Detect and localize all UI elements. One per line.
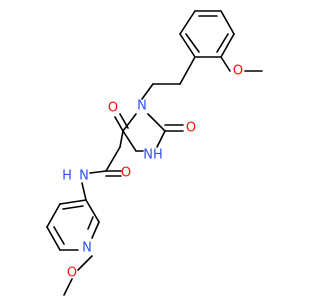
bond: [185, 33, 200, 53]
bond: [220, 33, 235, 58]
bond: [46, 226, 61, 251]
bond: [89, 170, 107, 174]
bonds: [46, 10, 263, 296]
pyridine-nitrogen: N: [82, 241, 92, 256]
bond: [63, 278, 73, 296]
bond: [122, 113, 137, 132]
ring-carbonyl-oxygen-upper: O: [108, 101, 118, 116]
bond: [156, 130, 166, 148]
bond: [114, 116, 124, 132]
amide-oxygen: O: [121, 166, 131, 181]
amide-nitrogen: N: [79, 169, 89, 184]
bond: [141, 83, 154, 100]
ether-oxygen-top: O: [233, 64, 243, 79]
atom-labels: O N O O NH O N H N O: [62, 64, 243, 281]
bond: [59, 199, 87, 205]
bond: [179, 56, 196, 85]
imide-nitrogen: N: [137, 99, 147, 114]
bond: [220, 10, 235, 35]
ring-carbonyl-oxygen-right: O: [186, 121, 196, 136]
bond: [87, 216, 94, 230]
ring-nh: NH: [143, 148, 163, 163]
bond: [46, 203, 61, 228]
bond: [179, 10, 196, 35]
bond: [81, 182, 87, 201]
bond: [119, 130, 124, 148]
bond: [122, 130, 137, 152]
bond: [220, 56, 231, 72]
bond: [91, 221, 100, 239]
bond: [216, 33, 229, 53]
bond: [179, 33, 196, 58]
chemical-structure-diagram: O N O O NH O N H N O: [46, 10, 263, 296]
molecule-canvas: O N O O NH O N H N O: [46, 10, 263, 296]
bond: [147, 113, 166, 132]
bond: [105, 146, 121, 172]
ether-oxygen-bottom: O: [67, 266, 77, 281]
bond: [53, 226, 65, 245]
bond: [85, 199, 100, 223]
bond: [119, 113, 129, 129]
bond: [77, 255, 93, 271]
bond: [62, 205, 84, 210]
amide-hydrogen: H: [62, 169, 72, 184]
